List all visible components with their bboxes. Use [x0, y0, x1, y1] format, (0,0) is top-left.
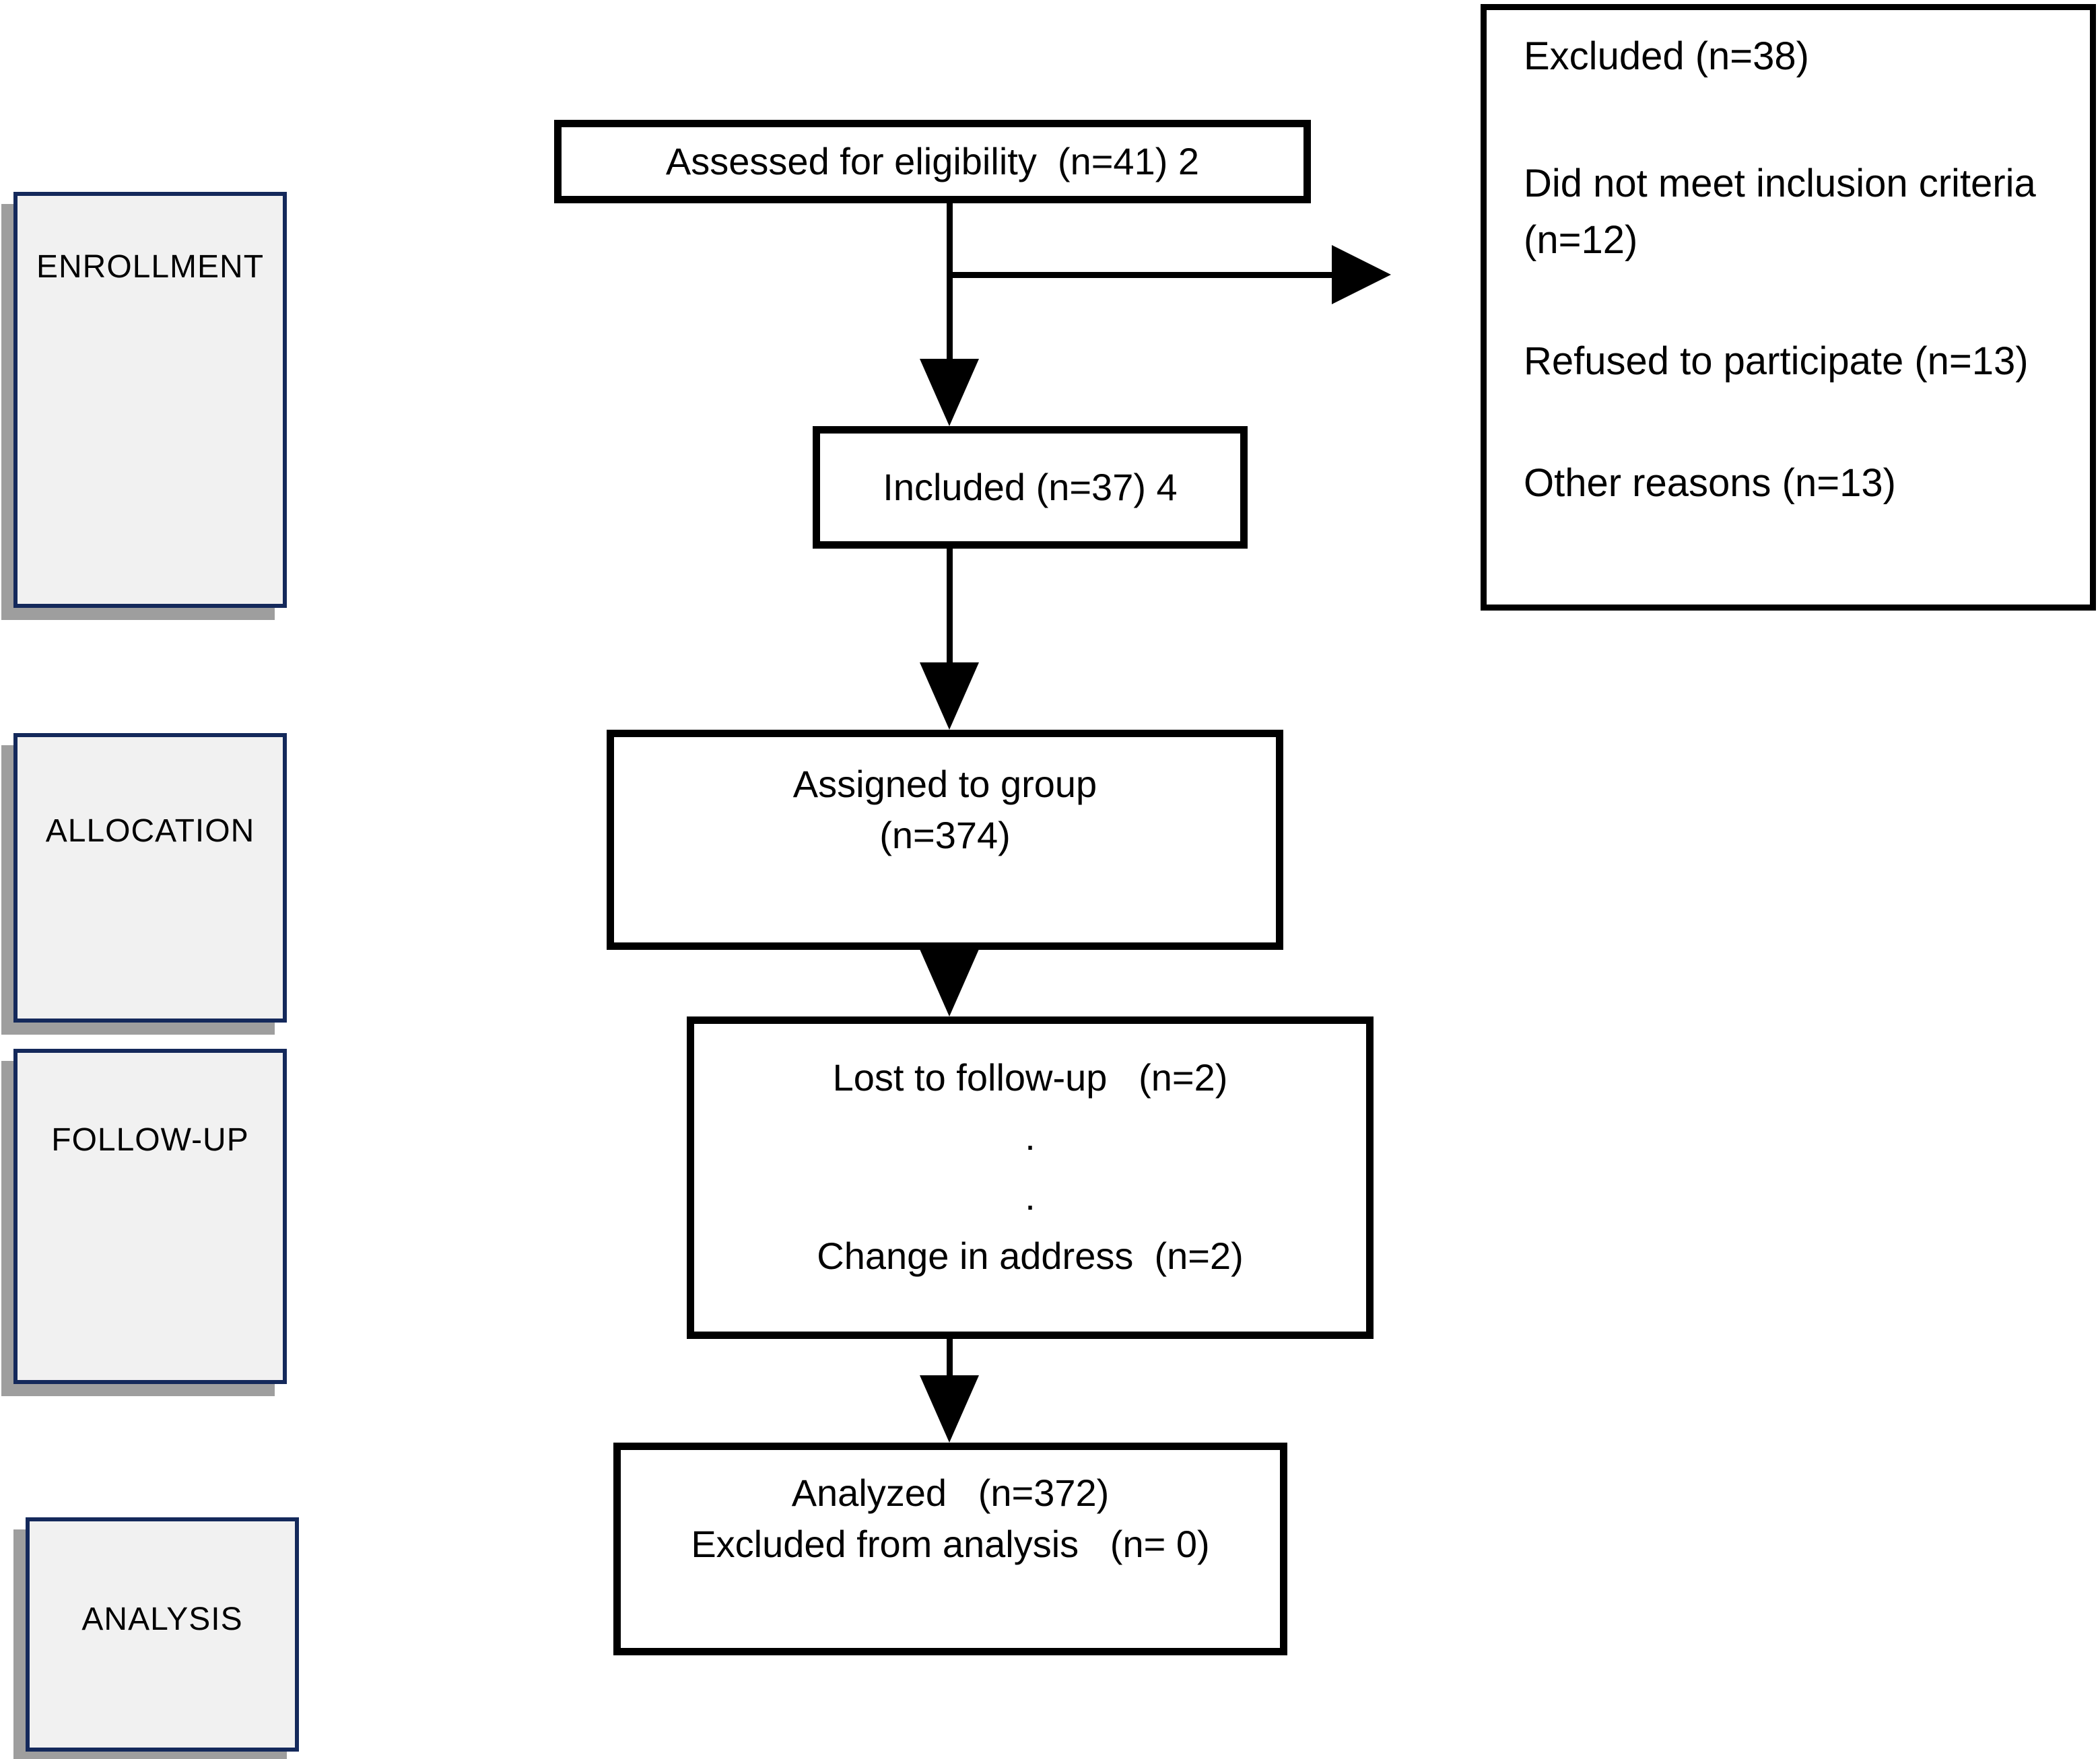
change-in-address-text: Change in address (n=2) [817, 1235, 1244, 1278]
included-box: Included (n=37) 4 [813, 426, 1248, 549]
arrowhead-down-analyzed-icon [920, 1375, 979, 1443]
follow-up-dot-1: . [1025, 1115, 1036, 1159]
connector-branch-to-excluded [947, 272, 1332, 278]
stage-box-allocation: ALLOCATION [13, 733, 287, 1023]
assigned-to-group-count: (n=374) [879, 813, 1011, 856]
assessed-for-eligibility-text: Assessed for eligibility (n=41) 2 [665, 140, 1200, 183]
stage-box-analysis: ANALYSIS [26, 1517, 299, 1752]
arrowhead-down-followup-icon [920, 949, 979, 1016]
assigned-to-group-text: Assigned to group [792, 763, 1097, 805]
excluded-box: Excluded (n=38) Did not meet inclusion c… [1481, 4, 2096, 611]
follow-up-dot-2: . [1025, 1175, 1036, 1218]
stage-box-follow-up: FOLLOW-UP [13, 1049, 287, 1384]
excluded-title: Excluded (n=38) [1524, 34, 1809, 78]
arrowhead-down-included-icon [920, 359, 979, 426]
assessed-for-eligibility-box: Assessed for eligibility (n=41) 2 [554, 120, 1311, 203]
lost-to-follow-up-text: Lost to follow-up (n=2) [832, 1056, 1228, 1099]
connector-followup-to-analyzed [947, 1339, 953, 1375]
stage-label-analysis: ANALYSIS [81, 1601, 243, 1637]
excluded-from-analysis-text: Excluded from analysis (n= 0) [691, 1522, 1210, 1565]
stage-label-follow-up: FOLLOW-UP [51, 1122, 249, 1158]
analyzed-text: Analyzed (n=372) [791, 1472, 1110, 1514]
excluded-reason-refused: Refused to participate (n=13) [1524, 339, 2029, 384]
stage-label-enrollment: ENROLLMENT [36, 249, 265, 285]
arrowhead-right-excluded-icon [1332, 245, 1391, 304]
assigned-to-group-box: Assigned to group (n=374) [607, 730, 1283, 950]
connector-included-to-assigned [947, 549, 953, 662]
included-text: Included (n=37) 4 [883, 466, 1178, 509]
stage-box-enrollment: ENROLLMENT [13, 192, 287, 608]
stage-label-allocation: ALLOCATION [45, 813, 255, 849]
excluded-reason-other: Other reasons (n=13) [1524, 460, 1896, 505]
connector-assessed-to-included [947, 203, 953, 359]
excluded-reason-inclusion-criteria: Did not meet inclusion criteria (n=12) [1524, 162, 2036, 263]
lost-to-follow-up-box: Lost to follow-up (n=2) . . Change in ad… [687, 1016, 1374, 1339]
arrowhead-down-assigned-icon [920, 662, 979, 730]
analyzed-box: Analyzed (n=372) Excluded from analysis … [613, 1443, 1287, 1655]
